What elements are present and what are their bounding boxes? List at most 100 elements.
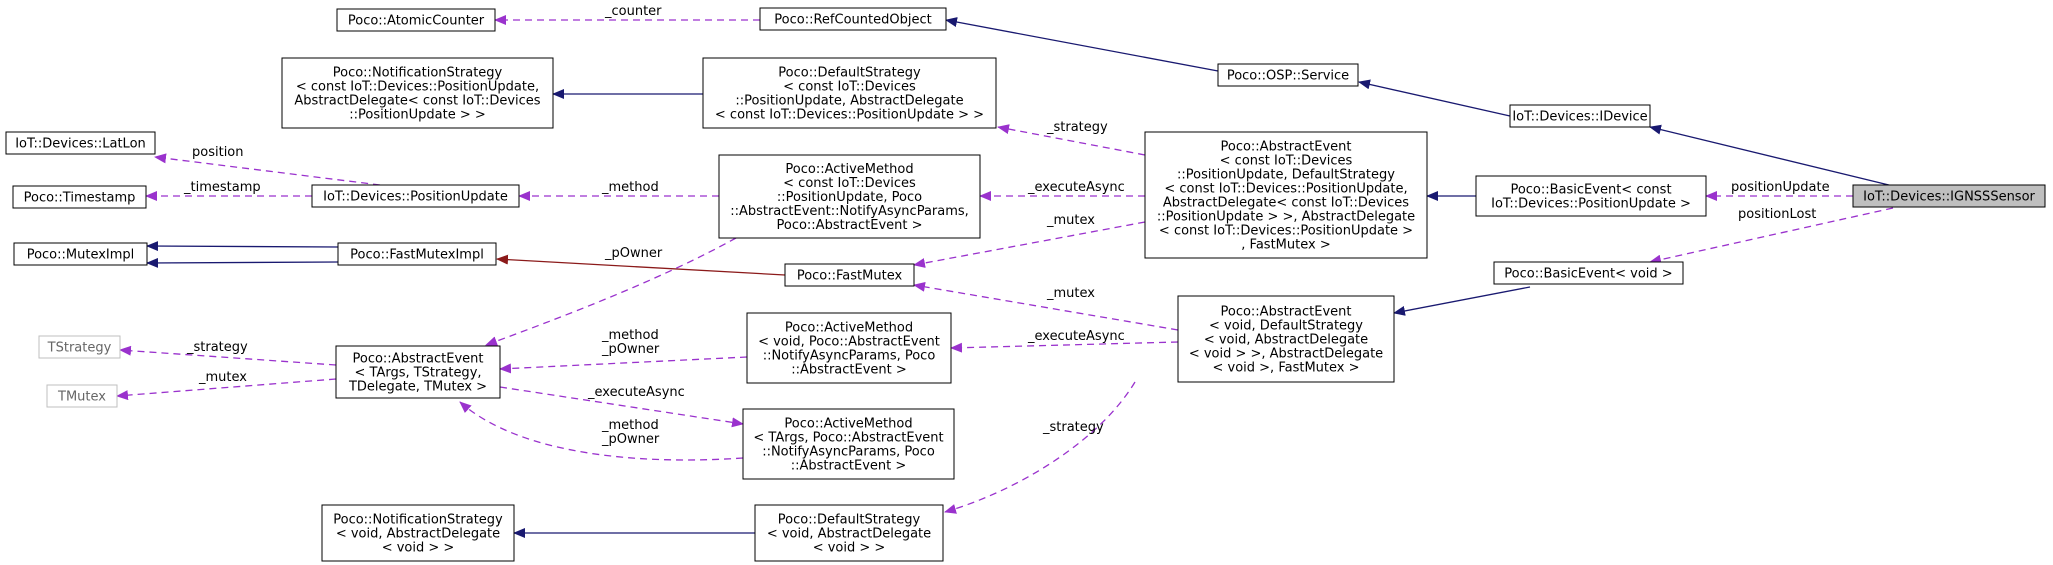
node-label-line: < const IoT::Devices (1220, 154, 1353, 169)
node-default-strategy-void[interactable]: Poco::DefaultStrategy< void, AbstractDel… (754, 504, 944, 562)
node-label-line: < void, AbstractDelegate (1204, 333, 1368, 348)
edge-label-strategy-void: _strategy (1042, 420, 1104, 435)
node-label-line: < void, AbstractDelegate (336, 527, 500, 542)
node-refcounted-object[interactable]: Poco::RefCountedObject (759, 7, 947, 31)
node-default-strategy-pu[interactable]: Poco::DefaultStrategy< const IoT::Device… (702, 57, 997, 129)
usage-edge-position (154, 153, 381, 186)
node-label-line: < const IoT::Devices::PositionUpdate, (296, 80, 539, 95)
edge-label-mutex-pu: _mutex (1046, 213, 1095, 228)
node-label-line: Poco::AbstractEvent (1220, 140, 1351, 155)
node-label-line: IoT::Devices::IGNSSSensor (1863, 190, 2035, 205)
node-label-line: < void > > (813, 541, 886, 556)
node-label-line: ::PositionUpdate, DefaultStrategy (1177, 168, 1395, 183)
edges-layer (116, 15, 1894, 538)
inherit-edge-mutex-impl-2 (146, 257, 339, 268)
edge-label-execute-async-void: _executeAsync (1027, 329, 1125, 344)
node-fast-mutex-impl[interactable]: Poco::FastMutexImpl (337, 242, 497, 266)
node-label-line: < void, AbstractDelegate (767, 527, 931, 542)
node-label-line: Poco::AbstractEvent (352, 352, 483, 367)
node-osp-service[interactable]: Poco::OSP::Service (1217, 63, 1359, 87)
node-label-line: ::PositionUpdate, AbstractDelegate (735, 94, 963, 109)
edge-label-position-update: positionUpdate (1731, 180, 1830, 195)
node-label-line: IoT::Devices::PositionUpdate > (1491, 197, 1691, 212)
node-idevice[interactable]: IoT::Devices::IDevice (1509, 104, 1651, 128)
nodes-layer: Poco::AtomicCounter Poco::RefCountedObje… (5, 7, 2046, 562)
node-label-line: Poco::OSP::Service (1227, 69, 1349, 84)
node-label-line: , FastMutex > (1241, 238, 1330, 253)
edge-label-counter: _counter (604, 4, 662, 19)
node-tmutex[interactable]: TMutex (46, 384, 118, 408)
usage-edge-position-lost (1649, 207, 1894, 265)
node-label-line: Poco::DefaultStrategy (778, 513, 921, 528)
edge-labels-layer: _counter _strategy positionUpdate positi… (183, 4, 1830, 447)
node-label-line: Poco::AtomicCounter (348, 14, 485, 29)
node-label-line: < TArgs, TStrategy, (354, 366, 481, 381)
node-label-line: < const IoT::Devices::PositionUpdate, (1164, 182, 1407, 197)
node-abstract-event-pu[interactable]: Poco::AbstractEvent< const IoT::Devices:… (1144, 131, 1428, 259)
edge-label-powner: _pOwner (604, 246, 663, 261)
usage-edge-strategy-t (119, 345, 337, 366)
node-label-line: Poco::NotificationStrategy (333, 513, 503, 528)
usage-edge-mutex-void (913, 281, 1179, 331)
node-atomic-counter[interactable]: Poco::AtomicCounter (336, 8, 496, 32)
node-label-line: ::PositionUpdate > > (349, 108, 486, 123)
edge-label-powner-1: _pOwner (601, 342, 660, 357)
usage-edge-mutex-pu (913, 221, 1146, 268)
node-label-line: < TArgs, Poco::AbstractEvent (753, 431, 943, 446)
node-abstract-event-t[interactable]: Poco::AbstractEvent< TArgs, TStrategy, T… (335, 345, 501, 399)
inherit-edge-mutex-impl-1 (146, 241, 339, 252)
node-label-line: < void, DefaultStrategy (1209, 319, 1363, 334)
node-label-line: Poco::DefaultStrategy (778, 66, 921, 81)
node-label-line: Poco::FastMutexImpl (350, 248, 484, 263)
node-label-line: IoT::Devices::LatLon (15, 137, 146, 152)
node-label-line: Poco::ActiveMethod (784, 417, 912, 432)
usage-edge-strategy-pu (997, 124, 1146, 156)
node-label-line: < const IoT::Devices::PositionUpdate > (1159, 224, 1413, 239)
usage-edge-method-powner-1 (499, 356, 748, 374)
edge-label-position-lost: positionLost (1738, 207, 1816, 222)
edge-label-execute-async-pu: _executeAsync (1027, 180, 1125, 195)
node-label-line: ::PositionUpdate > >, AbstractDelegate (1157, 210, 1415, 225)
node-tstrategy[interactable]: TStrategy (38, 335, 121, 359)
node-label-line: Poco::ActiveMethod (785, 162, 913, 177)
node-notification-strategy-pu[interactable]: Poco::NotificationStrategy< const IoT::D… (281, 57, 554, 129)
node-label-line: ::PositionUpdate, Poco (777, 190, 922, 205)
node-label-line: Poco::FastMutex (797, 269, 903, 284)
node-active-method-void[interactable]: Poco::ActiveMethod< void, Poco::Abstract… (746, 312, 952, 384)
edge-label-powner-2: _pOwner (601, 432, 660, 447)
node-label-line: AbstractDelegate< const IoT::Devices (294, 94, 540, 109)
node-label-line: Poco::RefCountedObject (774, 13, 931, 28)
node-label-line: Poco::BasicEvent< void > (1504, 267, 1672, 282)
node-label-line: IoT::Devices::IDevice (1512, 110, 1647, 125)
node-timestamp[interactable]: Poco::Timestamp (12, 185, 147, 209)
node-label-line: AbstractDelegate< const IoT::Devices (1163, 196, 1409, 211)
node-label-line: Poco::NotificationStrategy (333, 66, 503, 81)
node-label-line: Poco::AbstractEvent > (776, 218, 922, 233)
node-label-line: < const IoT::Devices (783, 80, 916, 95)
node-latlon[interactable]: IoT::Devices::LatLon (5, 131, 156, 155)
edge-label-mutex-void: _mutex (1046, 286, 1095, 301)
node-active-method-t[interactable]: Poco::ActiveMethod< TArgs, Poco::Abstrac… (742, 408, 955, 480)
node-label-line: Poco::AbstractEvent (1220, 305, 1351, 320)
node-label-line: Poco::MutexImpl (27, 248, 135, 263)
node-label-line: Poco::ActiveMethod (785, 321, 913, 336)
node-ignss-sensor[interactable]: IoT::Devices::IGNSSSensor (1852, 184, 2046, 208)
node-label-line: IoT::Devices::PositionUpdate (323, 190, 508, 205)
node-notification-strategy-void[interactable]: Poco::NotificationStrategy< void, Abstra… (321, 504, 515, 562)
node-label-line: Poco::Timestamp (24, 191, 136, 206)
node-label-line: ::AbstractEvent::NotifyAsyncParams, (730, 204, 969, 219)
node-label-line: < const IoT::Devices::PositionUpdate > > (715, 108, 984, 123)
node-label-line: < void > >, AbstractDelegate (1189, 347, 1383, 362)
node-basic-event-void[interactable]: Poco::BasicEvent< void > (1493, 261, 1684, 285)
node-position-update[interactable]: IoT::Devices::PositionUpdate (311, 184, 520, 208)
node-label-line: TDelegate, TMutex > (348, 380, 487, 395)
edge-label-timestamp: _timestamp (183, 180, 261, 195)
node-label-line: ::NotifyAsyncParams, Poco (762, 445, 935, 460)
node-basic-event-pu[interactable]: Poco::BasicEvent< const IoT::Devices::Po… (1475, 175, 1707, 217)
node-active-method-pu[interactable]: Poco::ActiveMethod< const IoT::Devices::… (718, 154, 981, 239)
node-mutex-impl[interactable]: Poco::MutexImpl (13, 242, 148, 266)
node-label-line: < void > > (382, 541, 455, 556)
edge-label-method-powner-1: _method_pOwner (601, 328, 660, 357)
node-abstract-event-void[interactable]: Poco::AbstractEvent< void, DefaultStrate… (1177, 295, 1395, 383)
node-fast-mutex[interactable]: Poco::FastMutex (784, 263, 915, 287)
